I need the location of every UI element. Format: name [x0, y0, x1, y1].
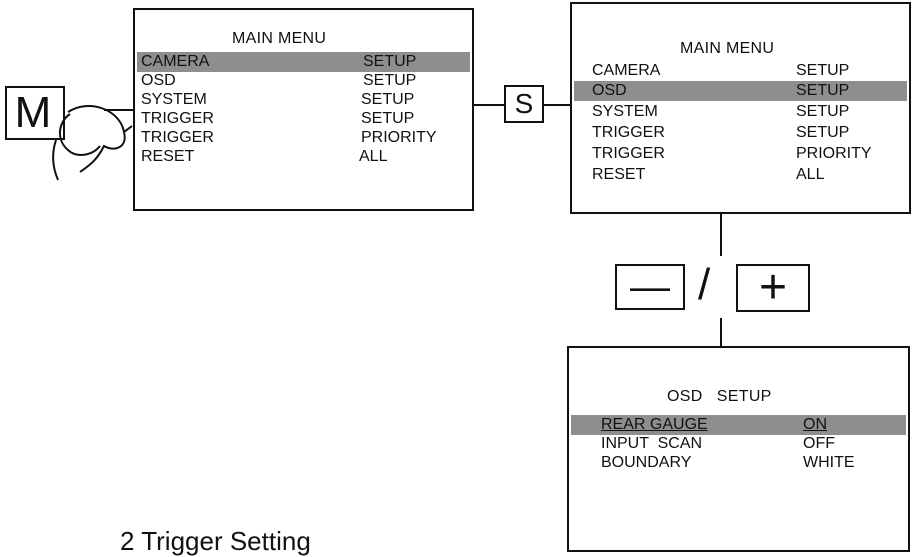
menu1-row-value: ALL	[359, 148, 388, 165]
menu3-row-label: BOUNDARY	[601, 454, 692, 471]
menu2-row-label: CAMERA	[592, 62, 661, 79]
menu3-title: OSD SETUP	[667, 388, 772, 405]
menu2-row-value: PRIORITY	[796, 145, 872, 162]
osd-setup-panel: OSD SETUP REAR GAUGE ON INPUT SCAN OFF B…	[567, 346, 910, 552]
menu1-row-value: PRIORITY	[361, 129, 437, 146]
minus-key-label: —	[630, 265, 670, 309]
finger-press-icon	[52, 105, 133, 181]
menu2-row-trigger-setup[interactable]: TRIGGER SETUP	[578, 123, 903, 143]
menu2-row-system[interactable]: SYSTEM SETUP	[578, 102, 903, 122]
key-separator-slash: /	[698, 260, 711, 309]
set-key[interactable]: S	[504, 85, 544, 123]
menu2-row-value: SETUP	[796, 82, 850, 99]
menu1-row-camera[interactable]: CAMERA SETUP	[137, 52, 470, 72]
menu1-row-reset[interactable]: RESET ALL	[141, 147, 466, 167]
menu2-row-label: OSD	[592, 82, 627, 99]
menu3-row-value: ON	[803, 416, 827, 433]
menu1-row-value: SETUP	[361, 91, 415, 108]
menu2-row-label: TRIGGER	[592, 145, 665, 162]
menu1-row-label: RESET	[141, 148, 195, 165]
minus-key[interactable]: —	[615, 264, 685, 310]
menu1-row-label: CAMERA	[141, 53, 210, 70]
menu2-row-trigger-priority[interactable]: TRIGGER PRIORITY	[578, 144, 903, 164]
menu3-row-label: INPUT SCAN	[601, 435, 703, 452]
menu2-row-osd[interactable]: OSD SETUP	[574, 81, 907, 101]
menu1-row-trigger-setup[interactable]: TRIGGER SETUP	[141, 109, 466, 129]
menu1-row-osd[interactable]: OSD SETUP	[141, 71, 466, 91]
menu2-row-value: SETUP	[796, 62, 850, 79]
connector-keys-menu3	[720, 318, 722, 346]
connector-m-menu1	[104, 109, 134, 111]
plus-key-label: +	[758, 261, 788, 314]
main-menu-panel-1: MAIN MENU CAMERA SETUP OSD SETUP SYSTEM …	[133, 8, 474, 211]
menu2-row-reset[interactable]: RESET ALL	[578, 165, 903, 185]
menu3-row-boundary[interactable]: BOUNDARY WHITE	[575, 453, 902, 473]
main-menu-panel-2: MAIN MENU CAMERA SETUP OSD SETUP SYSTEM …	[570, 2, 911, 214]
menu2-row-label: TRIGGER	[592, 124, 665, 141]
menu3-row-label: REAR GAUGE	[601, 416, 708, 433]
menu1-row-value: SETUP	[363, 53, 417, 70]
menu-key-label: M	[14, 88, 52, 137]
menu1-row-system[interactable]: SYSTEM SETUP	[141, 90, 466, 110]
section-caption: 2 Trigger Setting	[120, 526, 311, 556]
menu1-row-value: SETUP	[361, 110, 415, 127]
menu1-row-trigger-priority[interactable]: TRIGGER PRIORITY	[141, 128, 466, 148]
menu1-row-label: TRIGGER	[141, 129, 214, 146]
menu1-title: MAIN MENU	[232, 30, 327, 47]
menu1-row-value: SETUP	[363, 72, 417, 89]
menu1-row-label: TRIGGER	[141, 110, 214, 127]
connector-menu1-s	[474, 104, 504, 106]
plus-key[interactable]: +	[736, 264, 810, 312]
menu2-row-label: SYSTEM	[592, 103, 658, 120]
menu3-row-value: OFF	[803, 435, 835, 452]
menu1-row-label: OSD	[141, 72, 176, 89]
menu2-row-value: SETUP	[796, 124, 850, 141]
connector-menu2-keys	[720, 214, 722, 256]
menu3-row-input-scan[interactable]: INPUT SCAN OFF	[575, 434, 902, 454]
menu-key[interactable]: M	[5, 86, 65, 140]
menu1-row-label: SYSTEM	[141, 91, 207, 108]
set-key-label: S	[514, 88, 534, 119]
menu2-title: MAIN MENU	[680, 40, 775, 57]
connector-s-menu2	[544, 104, 571, 106]
menu3-row-rear-gauge[interactable]: REAR GAUGE ON	[571, 415, 906, 435]
menu2-row-value: ALL	[796, 166, 825, 183]
menu2-row-label: RESET	[592, 166, 646, 183]
menu2-row-value: SETUP	[796, 103, 850, 120]
menu2-row-camera[interactable]: CAMERA SETUP	[578, 61, 903, 81]
menu3-row-value: WHITE	[803, 454, 855, 471]
